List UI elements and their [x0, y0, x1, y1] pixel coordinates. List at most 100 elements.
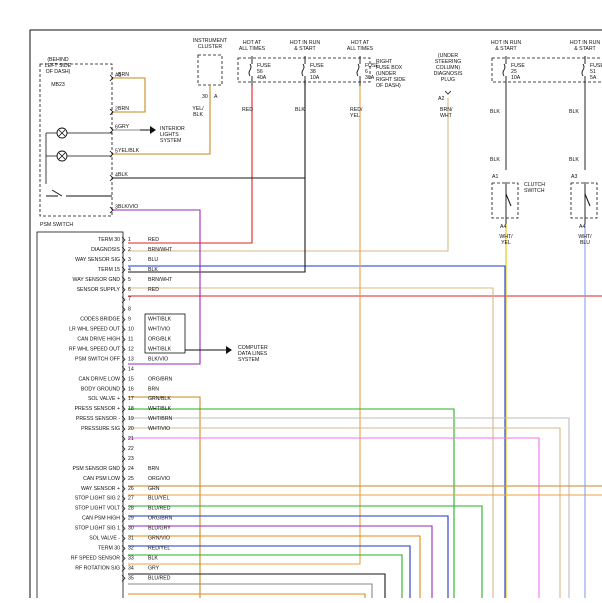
clutch-switch-label-0: CLUTCH: [524, 182, 545, 188]
module-pin-21: 21: [128, 436, 134, 442]
fuse-symbol-1: [301, 56, 306, 86]
module-pin-10: 10: [128, 327, 134, 333]
module-connector-12: [121, 346, 126, 353]
fuse-2-2: 30A: [365, 75, 375, 81]
module-pin-24: 24: [128, 466, 134, 472]
wire-pin26-grn: [128, 505, 483, 603]
rfuse-hdr-1-1: & START: [574, 46, 596, 52]
module-pin-18: 18: [128, 406, 134, 412]
fuse-1-1: 38: [310, 69, 316, 75]
wire-pin29-orgbrn: [128, 535, 421, 603]
cluster-wire-label-1: BLK: [193, 112, 203, 118]
switch-contact-0: [505, 193, 512, 207]
module-connector-26: [121, 485, 126, 492]
fuse-wire-2-1: YEL: [350, 113, 360, 119]
module-label-19: PRESS SENSOR -: [76, 416, 120, 422]
module-connector-9: [121, 316, 126, 323]
module-connector-4: [121, 266, 126, 274]
module-wire-3: BLU: [148, 257, 158, 263]
rfuse-pin2-0: A4: [500, 224, 506, 230]
fuse-hdr-2-1: ALL TIMES: [347, 46, 374, 52]
diagram-border: [29, 29, 602, 603]
psm-pin-2-wire: GRY: [118, 124, 130, 130]
module-wire-13: BLK/VIO: [148, 356, 168, 362]
fuse-2-0: FUSE: [365, 63, 379, 69]
wire-pin16-brn: [128, 396, 201, 603]
instrument-cluster-label-0: INSTRUMENT: [193, 38, 228, 44]
module-label-11: CAN DRIVE HIGH: [77, 337, 120, 343]
module-label-6: SENSOR SUPPLY: [77, 287, 121, 293]
module-label-3: WAY SENSOR SIG: [75, 257, 120, 263]
module-label-30: STOP LIGHT SIG 1: [75, 526, 120, 532]
module-pin-2: 2: [128, 247, 131, 253]
module-label-29: CAN PSM HIGH: [82, 516, 120, 522]
wire-pin32-redyel: [128, 86, 361, 565]
rfuse-line-0: [502, 56, 507, 224]
computer-data-lines-label-2: SYSTEM: [238, 357, 259, 363]
module-wire-1: RED: [148, 237, 159, 243]
module-box: [36, 231, 124, 603]
module-label-9: CODES BRIDGE: [80, 317, 120, 323]
module-connector-1: [121, 236, 126, 244]
wire-pin20-whtvio: [128, 437, 540, 603]
psm-pin-1-connector: [109, 108, 114, 116]
module-connector-23: [121, 455, 126, 463]
rfuse-wire-0-1: YEL: [501, 240, 511, 246]
diag-plug-label-4: PLUG: [441, 77, 455, 83]
module-connector-31: [121, 535, 126, 542]
diag-plug-label-1: STEERING: [435, 59, 462, 65]
module-pin-6: 6: [128, 287, 131, 293]
diag-pin: A2: [438, 96, 444, 102]
module-wire-17: GRN/BLK: [148, 396, 171, 402]
fuse-0-1: 56: [257, 69, 263, 75]
module-pin-26: 26: [128, 486, 134, 492]
rfuse-w2-0: BLK: [490, 157, 500, 163]
wire-pin27-bluyel: [128, 515, 449, 603]
right-fuse-box: [237, 57, 371, 83]
lamp-cross-0: [58, 129, 66, 137]
module-label-2: DIAGNOSIS: [91, 247, 120, 253]
module-pin-25: 25: [128, 476, 134, 482]
rfuse-hdr-1-0: HOT IN RUN: [570, 40, 600, 46]
module-connector-28: [121, 505, 126, 512]
module-label-32: TERM 30: [98, 545, 120, 551]
module-pin-17: 17: [128, 396, 134, 402]
rfuse-0-1: 25: [511, 69, 517, 75]
rfuse-hdr-0-0: HOT IN RUN: [491, 40, 521, 46]
long-wires: [112, 77, 602, 603]
module-connector-2: [121, 246, 126, 254]
module-connector-27: [121, 495, 126, 502]
psm-switch-label: PSM SWITCH: [40, 222, 73, 228]
wire-pin19-whtbrn: [128, 427, 561, 603]
psm-pin-4-number: 4: [115, 173, 118, 179]
module-connector-13: [121, 356, 126, 363]
module-label-4: TERM 15: [98, 267, 120, 273]
wire-pin28-blured: [128, 525, 433, 603]
fuse-2-1: 6: [365, 69, 368, 75]
computer-data-lines-label-0: COMPUTER: [238, 345, 268, 351]
module-wire-11: ORG/BLK: [148, 337, 172, 343]
module-wire-35: BLU/RED: [148, 575, 171, 581]
module-wire-9: WHT/BLK: [148, 317, 172, 323]
wire-pin31-grnvio: [128, 554, 403, 603]
psm-pin-2-connector: [109, 126, 114, 134]
module-label-12: RF WHL SPEED OUT: [69, 346, 121, 352]
right-fuse-box-label-1: FUSE BOX: [376, 65, 403, 71]
fuse-0-0: FUSE: [257, 63, 271, 69]
module-connector-10: [121, 326, 126, 333]
wire-pin4-blk: [128, 80, 306, 273]
switch-contact-1: [584, 193, 591, 207]
psm-pin-5-wire: BLK/VIO: [118, 204, 138, 210]
interior-lights-label-0: INTERIOR: [160, 126, 185, 132]
module-pin-27: 27: [128, 496, 134, 502]
module-wire-5: BRN/WHT: [148, 277, 173, 283]
fuse-hdr-2-0: HOT AT: [351, 40, 370, 46]
psm-pin-4-wire: BLK: [118, 172, 128, 178]
wire-pin13-blkvio: [112, 209, 201, 365]
cluster-wire-label-0: YEL/: [192, 106, 204, 112]
module-wire-2: BRN/WHT: [148, 247, 173, 253]
module-label-24: PSM SENSOR GND: [72, 466, 120, 472]
diag-wire-0: BRN/: [440, 107, 453, 113]
module-wire-27: BLU/YEL: [148, 496, 169, 502]
wire-pin18-whtblk: [128, 417, 570, 603]
